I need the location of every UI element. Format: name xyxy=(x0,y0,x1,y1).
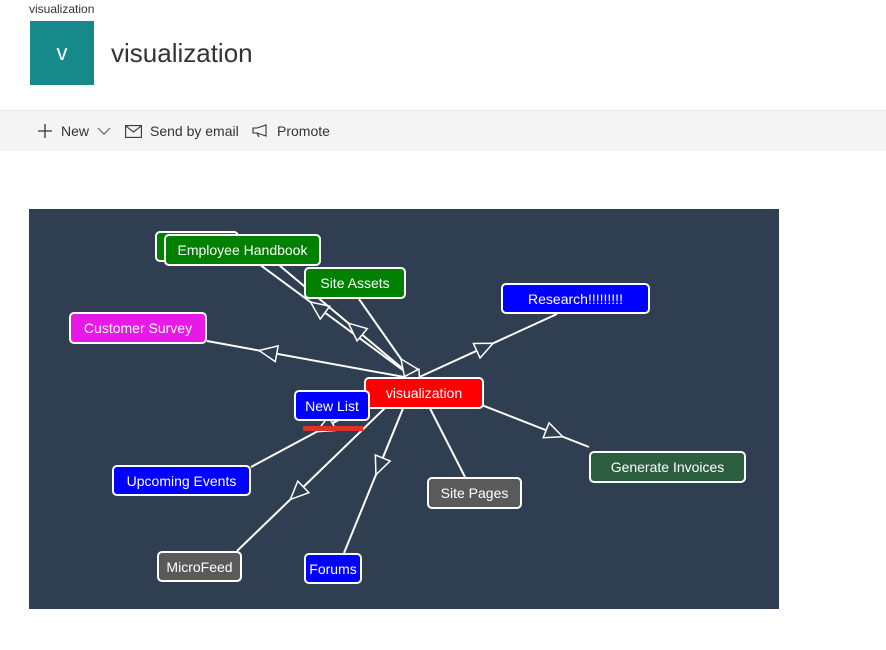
node-employee-handbook[interactable]: Employee Handbook xyxy=(164,234,321,266)
node-microfeed[interactable]: MicroFeed xyxy=(157,551,242,582)
visualization-canvas[interactable]: Employee Handbook Site Assets Research!!… xyxy=(29,209,779,609)
chevron-down-icon xyxy=(97,126,111,136)
edge-forums-arrow xyxy=(374,453,392,477)
edge-employee-handbook-2-arrow xyxy=(346,322,369,343)
new-list-underline xyxy=(303,426,363,431)
breadcrumb[interactable]: visualization xyxy=(29,2,95,16)
node-forums[interactable]: Forums xyxy=(304,553,362,584)
plus-icon xyxy=(37,123,53,139)
send-by-email-button[interactable]: Send by email xyxy=(125,111,239,151)
promote-label: Promote xyxy=(277,123,330,139)
send-by-email-label: Send by email xyxy=(150,123,239,139)
new-button-label: New xyxy=(61,123,90,139)
node-visualization[interactable]: visualization xyxy=(364,377,484,409)
node-new-list[interactable]: New List xyxy=(294,390,370,421)
node-site-pages[interactable]: Site Pages xyxy=(427,477,522,509)
edge-employee-handbook-2 xyxy=(266,254,416,380)
megaphone-icon xyxy=(252,124,269,138)
node-upcoming-events[interactable]: Upcoming Events xyxy=(112,465,251,496)
edge-microfeed-arrow xyxy=(289,479,311,501)
edge-customer-survey xyxy=(206,340,416,380)
site-logo-letter: v xyxy=(56,40,68,65)
site-title[interactable]: visualization xyxy=(111,38,253,68)
promote-button[interactable]: Promote xyxy=(252,111,330,151)
node-generate-invoices[interactable]: Generate Invoices xyxy=(589,451,746,483)
node-site-assets[interactable]: Site Assets xyxy=(304,267,406,299)
site-logo[interactable]: v xyxy=(30,21,94,85)
node-research[interactable]: Research!!!!!!!!! xyxy=(501,283,650,314)
edge-employee-handbook-arrow xyxy=(309,300,332,321)
edge-research-arrow xyxy=(472,342,495,360)
new-button[interactable]: New xyxy=(37,111,111,151)
edge-customer-survey-arrow xyxy=(257,344,280,363)
command-bar: New Send by email Promote xyxy=(0,110,886,151)
mail-icon xyxy=(125,124,142,138)
node-customer-survey[interactable]: Customer Survey xyxy=(69,312,207,344)
edge-generate-invoices-arrow xyxy=(542,421,565,439)
